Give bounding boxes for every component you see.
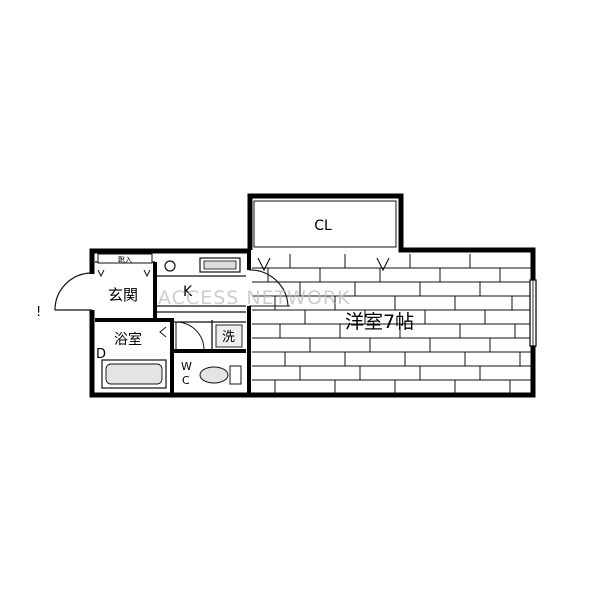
bath-door-mark [159, 326, 167, 338]
closet-label: CL [314, 218, 332, 234]
window-right [529, 279, 537, 347]
d-mark: D [96, 347, 106, 362]
wc-label-c: C [182, 374, 190, 387]
washer-space [215, 324, 243, 348]
closet: CL [253, 200, 397, 248]
western-room-label: 洋室7帖 [345, 311, 414, 333]
wc-label-w: W [181, 360, 192, 373]
kitchen-counter [164, 257, 241, 273]
kitchen-door [246, 269, 290, 307]
stray-mark: ! [36, 305, 41, 320]
bathtub [101, 359, 167, 389]
kitchen-label: K [183, 284, 193, 300]
floorboard-pattern [252, 254, 532, 393]
washer-label: 洗 [222, 330, 235, 345]
entrance-label: 玄関 [108, 286, 138, 304]
shoe-box: 靴入 [97, 253, 153, 278]
closet-door-marks [257, 257, 390, 272]
shoebox-label: 靴入 [118, 255, 132, 264]
bath-label: 浴室 [114, 331, 142, 348]
watermark: ACCESS NETWORK [158, 287, 351, 309]
washroom-door [175, 321, 205, 351]
entrance-door [54, 272, 95, 311]
toilet [199, 365, 242, 385]
interior-walls [95, 250, 251, 395]
